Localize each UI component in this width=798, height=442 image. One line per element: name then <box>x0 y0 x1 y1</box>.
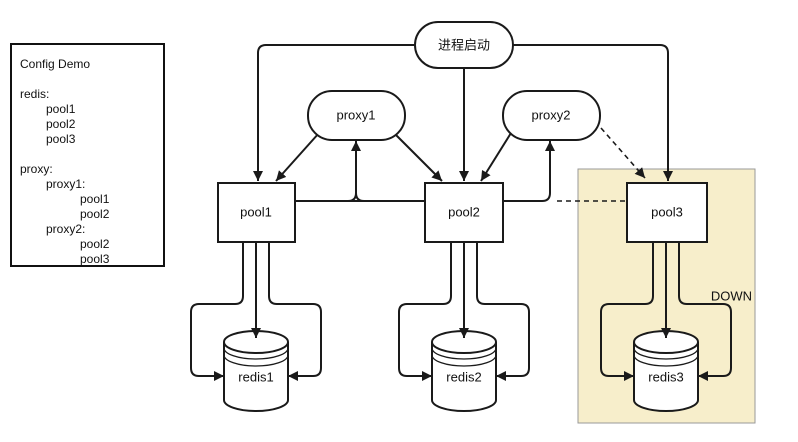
edge-proxy1-pool1 <box>275 132 320 182</box>
config-line: proxy: <box>20 162 53 176</box>
edge-pool1-redis1-left <box>190 242 244 381</box>
config-line: pool3 <box>46 132 76 146</box>
node-redis2 <box>431 330 497 412</box>
edge-pool1-redis1-right <box>268 242 322 381</box>
edge-start-pool3 <box>513 44 673 181</box>
config-line: proxy1: <box>46 177 86 191</box>
edge-pool2-proxy2 <box>503 141 555 202</box>
node-pool2: pool2 <box>424 182 504 243</box>
edge-pool2-redis2-left <box>398 242 452 381</box>
config-line: pool1 <box>46 102 76 116</box>
down-zone-label: DOWN <box>711 289 752 304</box>
config-line: pool2 <box>80 207 110 221</box>
config-box: Config Demo redis: pool1 pool2 pool3 pro… <box>10 43 165 267</box>
edge-proxy1-pool2 <box>393 132 443 182</box>
config-line: pool3 <box>80 252 110 266</box>
node-pool3: pool3 <box>626 182 708 243</box>
node-proxy2-label: proxy2 <box>531 108 570 123</box>
config-line: Config Demo <box>20 57 91 71</box>
node-redis1-label: redis1 <box>238 370 273 385</box>
node-proxy1: proxy1 <box>307 90 406 141</box>
edge-pool3-redis3-right <box>678 242 732 381</box>
config-line: redis: <box>20 87 50 101</box>
node-start-label: 进程启动 <box>438 38 490 53</box>
node-redis1 <box>223 330 289 412</box>
node-pool1-label: pool1 <box>240 205 272 220</box>
config-line: proxy2: <box>46 222 86 236</box>
edge-pool2-redis2-right <box>476 242 530 381</box>
edge-pool3-redis3-left <box>600 242 654 381</box>
node-pool2-label: pool2 <box>448 205 480 220</box>
node-pool1: pool1 <box>217 182 296 243</box>
node-proxy2: proxy2 <box>502 90 601 141</box>
config-line: pool1 <box>80 192 110 206</box>
edge-proxy2-pool3-dashed <box>600 127 646 179</box>
node-redis3-label: redis3 <box>648 370 683 385</box>
node-redis3 <box>633 330 699 412</box>
node-proxy1-label: proxy1 <box>336 108 375 123</box>
node-pool3-label: pool3 <box>651 205 683 220</box>
config-line: pool2 <box>80 237 110 251</box>
config-line: pool2 <box>46 117 76 131</box>
node-redis2-label: redis2 <box>446 370 481 385</box>
node-start: 进程启动 <box>414 21 514 69</box>
edge-start-pool1 <box>253 44 415 181</box>
edge-proxy2-pool2 <box>480 132 512 182</box>
